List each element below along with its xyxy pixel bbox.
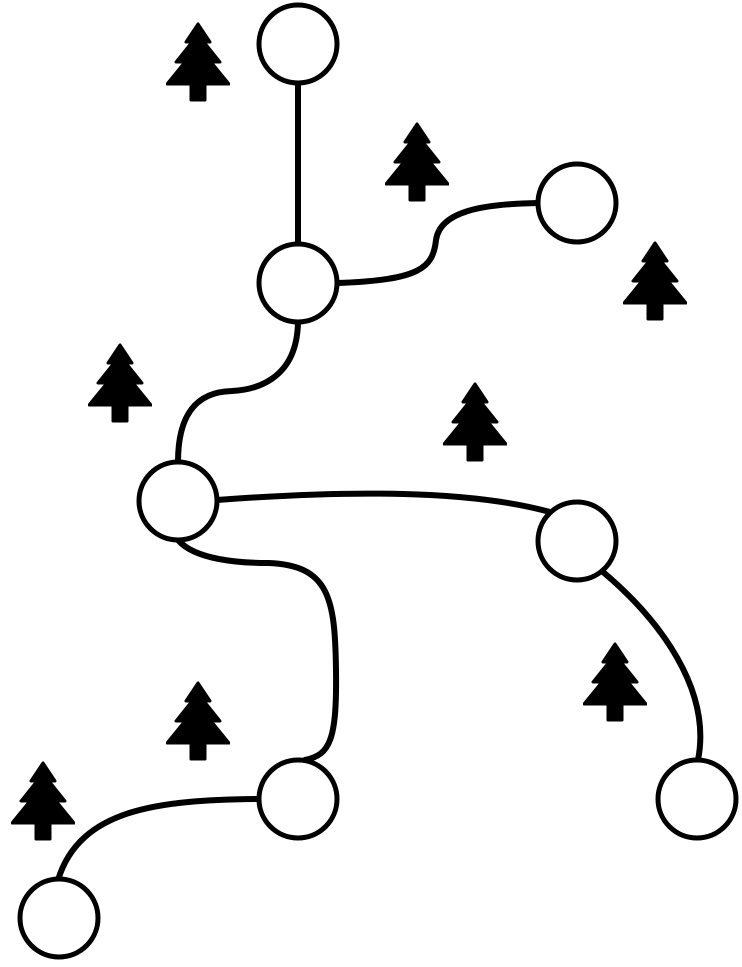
trail-node-2[interactable] [535,161,619,245]
pine-tree-icon [385,122,449,202]
trees [11,22,687,841]
trail-edge-5 [175,537,340,763]
trail-node-3[interactable] [256,241,340,325]
pine-tree-icon [623,241,687,321]
trail-edge-6 [600,569,704,763]
trail-nodes [17,2,739,960]
trail-node-4[interactable] [136,459,220,543]
pine-tree-icon [11,761,75,841]
pine-tree-icon [88,343,152,423]
trail-edge-2 [335,200,541,286]
trail-node-5[interactable] [535,499,619,583]
trail-edge-3 [175,319,301,465]
pine-tree-icon [166,681,230,761]
trail-edge-4 [214,490,553,515]
trail-node-6[interactable] [256,757,340,841]
trail-node-8[interactable] [17,876,101,960]
trail-node-7[interactable] [655,757,739,841]
trail-edge-7 [55,796,261,883]
trail-edges [55,81,704,883]
trail-node-1[interactable] [256,2,340,86]
pine-tree-icon [166,22,230,102]
pine-tree-icon [583,642,647,722]
pine-tree-icon [443,382,507,462]
